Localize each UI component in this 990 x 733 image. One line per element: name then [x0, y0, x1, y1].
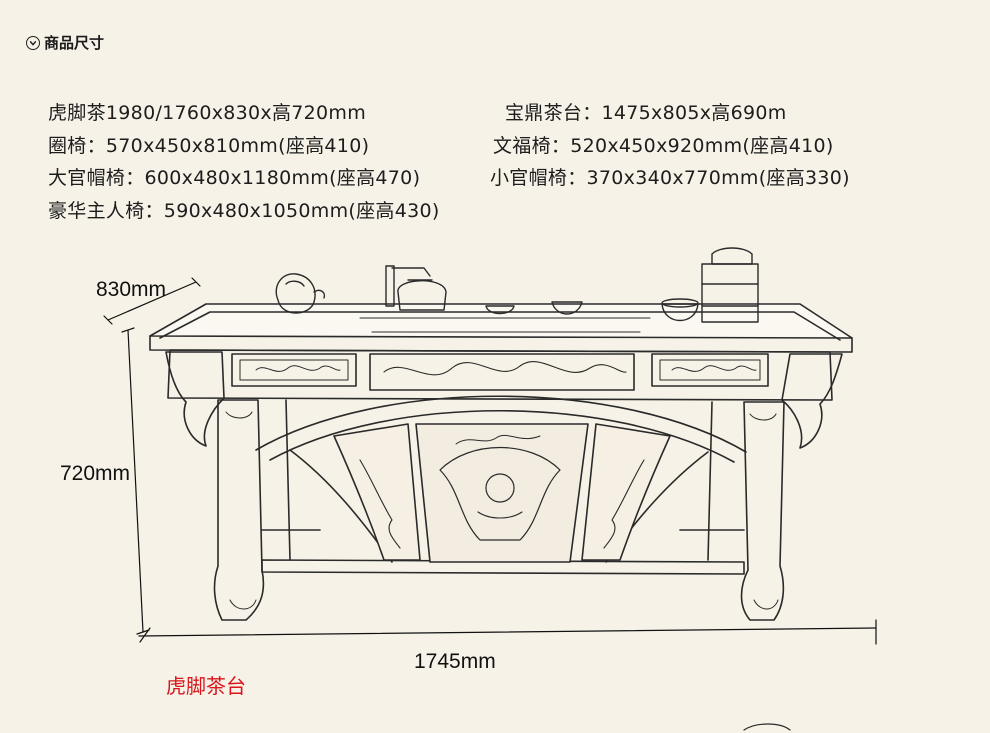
spec-baoding-table: 宝鼎茶台：1475x805x高690m [505, 102, 787, 124]
height-label: 720mm [60, 462, 131, 485]
spec-tiger-foot-table: 虎脚茶1980/1760x830x高720mm [48, 102, 367, 124]
legs [213, 399, 785, 621]
width-label: 1745mm [414, 650, 496, 673]
tea-set [275, 247, 759, 323]
depth-label: 830mm [96, 278, 167, 301]
dimension-lines [103, 277, 877, 645]
product-caption: 虎脚茶台 [166, 674, 246, 698]
stretchers [261, 529, 745, 575]
decor-fragment [743, 723, 791, 731]
spec-large-official-chair: 大官帽椅：600x480x1180mm(座高470) [48, 167, 421, 189]
spec-wenfu-chair: 文福椅：520x450x920mm(座高410) [493, 135, 834, 157]
apron [167, 349, 833, 401]
corner-brackets [165, 351, 843, 449]
section-header[interactable]: 商品尺寸 [26, 32, 104, 53]
arch-panels [255, 395, 747, 563]
spec-small-official-chair: 小官帽椅：370x340x770mm(座高330) [490, 167, 850, 189]
spec-round-chair: 圈椅：570x450x810mm(座高410) [48, 135, 370, 157]
chevron-down-icon [26, 35, 40, 50]
table-top [149, 303, 853, 353]
section-title: 商品尺寸 [44, 34, 105, 52]
spec-host-chair: 豪华主人椅：590x480x1050mm(座高430) [48, 200, 440, 222]
